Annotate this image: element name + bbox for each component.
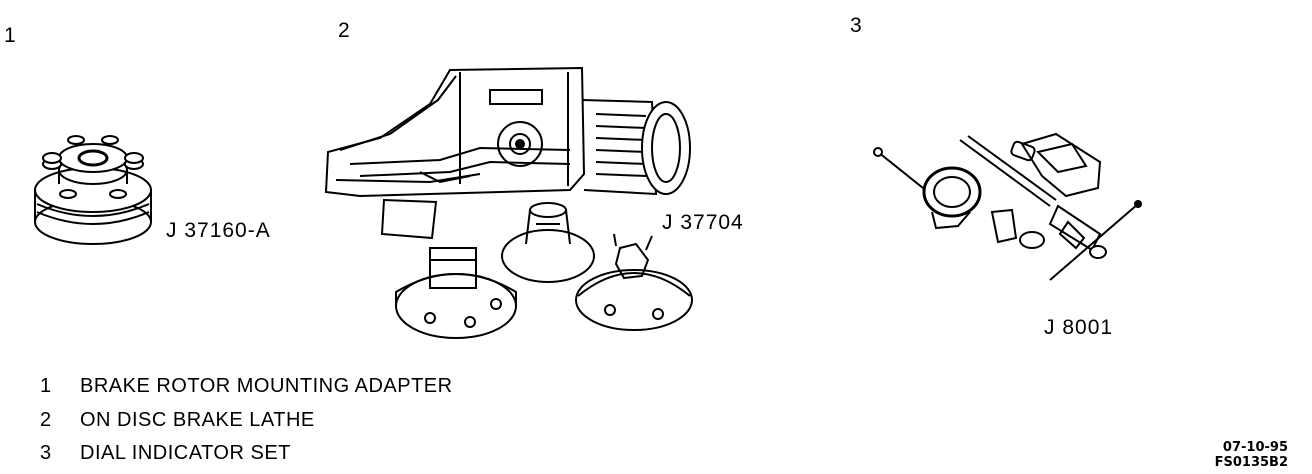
figure-id: FS0135B2 — [1214, 455, 1288, 470]
callout-number-2: 2 — [338, 19, 350, 42]
legend-number: 2 — [40, 409, 52, 431]
legend-item-1: 1 BRAKE ROTOR MOUNTING ADAPTER — [40, 375, 453, 398]
rotor-adapter-illustration — [28, 130, 158, 250]
figure-stamp: 07-10-95 FS0135B2 — [1215, 440, 1288, 470]
legend-item-3: 3 DIAL INDICATOR SET — [40, 442, 291, 465]
tool-code-j37704: J 37704 — [662, 211, 744, 234]
legend-number: 3 — [40, 442, 52, 464]
tool-code-j37160a: J 37160-A — [166, 219, 271, 242]
brake-lathe-illustration — [320, 64, 700, 336]
legend-label: ON DISC BRAKE LATHE — [80, 409, 315, 431]
callout-number-1: 1 — [4, 24, 16, 47]
dial-indicator-illustration — [872, 130, 1144, 282]
callout-number-3: 3 — [850, 14, 862, 37]
legend-item-2: 2 ON DISC BRAKE LATHE — [40, 409, 315, 432]
legend-label: BRAKE ROTOR MOUNTING ADAPTER — [80, 375, 453, 397]
figure-date: 07-10-95 — [1222, 440, 1288, 455]
tool-code-j8001: J 8001 — [1044, 316, 1114, 339]
legend-label: DIAL INDICATOR SET — [80, 442, 291, 464]
legend-number: 1 — [40, 375, 52, 397]
